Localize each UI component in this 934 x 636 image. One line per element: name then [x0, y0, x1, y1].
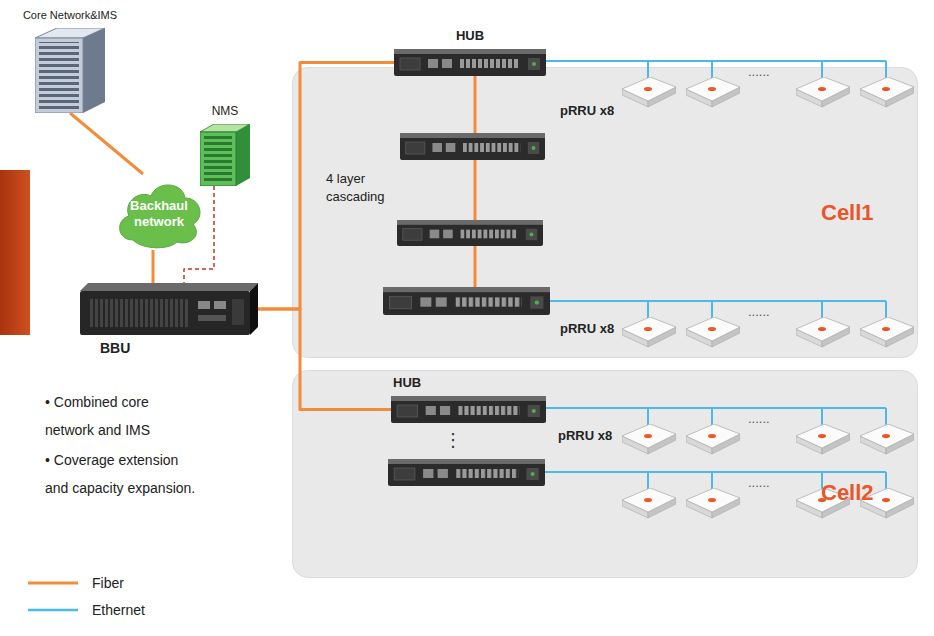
hub-device [388, 459, 545, 486]
prru-unit [796, 424, 850, 454]
legend-text: Ethernet [92, 602, 145, 618]
prru-unit [622, 77, 676, 107]
core-server: Core Network&IMS [35, 28, 105, 113]
nms-server: NMS [200, 124, 250, 186]
unit-count: pRRU x8 [558, 428, 612, 444]
decor-bar [0, 170, 30, 335]
hub-device-icon [394, 49, 546, 76]
prru-unit [860, 424, 914, 454]
management-link [184, 186, 214, 283]
cloud-label: Backhaul network [125, 198, 193, 231]
annotation: 4 layer cascading [326, 170, 400, 205]
cell-label: Cell2 [821, 479, 874, 507]
ethernet-line [550, 300, 886, 302]
nms-server-icon [200, 124, 250, 186]
hub-device: HUB [391, 396, 546, 423]
hub-device-shape [391, 396, 546, 423]
ethernet-line [545, 60, 886, 62]
prru-unit [686, 77, 740, 107]
ellipsis: ...... [748, 475, 770, 491]
ellipsis: ...... [748, 304, 770, 320]
prru-unit [686, 488, 740, 518]
hub-label: HUB [393, 375, 421, 391]
bullet-note: • Coverage extension and capacity expans… [45, 446, 198, 502]
vertical-ellipsis: ⋮ [444, 430, 462, 452]
fiber-link [70, 113, 143, 174]
server-label: Core Network&IMS [23, 9, 117, 23]
prru-unit [796, 77, 850, 107]
bbu-device-icon [80, 283, 258, 335]
legend-ethernet-line [28, 609, 78, 612]
nms-server-shape [200, 124, 250, 186]
core-server-icon [35, 28, 105, 113]
prru-unit [796, 488, 850, 518]
fiber-link [258, 309, 391, 410]
prru-unit [622, 488, 676, 518]
prru-unit [622, 424, 676, 454]
legend-text: Fiber [92, 575, 124, 591]
backhaul-cloud: Backhaul network [113, 174, 205, 250]
unit-count: pRRU x8 [560, 103, 614, 119]
prru-unit [796, 317, 850, 347]
fiber-link [152, 250, 155, 283]
core-server-shape [35, 28, 105, 113]
legend-fiber-line [28, 582, 78, 585]
prru-unit [860, 317, 914, 347]
hub-label: HUB [456, 28, 484, 44]
backhaul-cloud-shape [120, 185, 200, 248]
hub-device [400, 133, 545, 160]
cell-label: Cell1 [821, 199, 874, 227]
prru-unit [622, 317, 676, 347]
ethernet-line [545, 407, 886, 409]
server-label: NMS [212, 104, 239, 119]
hub-device [383, 287, 550, 315]
bbu-device: BBU [80, 283, 258, 335]
hub-device [397, 220, 543, 246]
hub-device-shape [394, 49, 546, 76]
hub-device-icon [391, 396, 546, 423]
fiber-cascade [474, 75, 477, 287]
prru-unit [860, 77, 914, 107]
bullet-note: • Combined core network and IMS [45, 388, 198, 444]
prru-unit [686, 317, 740, 347]
ellipsis: ...... [748, 411, 770, 427]
device-label: BBU [100, 340, 130, 358]
cell-region: Cell2 HUB [292, 370, 918, 578]
bbu-device-shape [80, 283, 258, 335]
prru-unit [686, 424, 740, 454]
ellipsis: ...... [748, 64, 770, 80]
unit-count: pRRU x8 [560, 321, 614, 337]
prru-unit [860, 488, 914, 518]
ethernet-line [545, 471, 886, 473]
ethernet-line [821, 472, 823, 492]
hub-device: HUB [394, 49, 546, 76]
